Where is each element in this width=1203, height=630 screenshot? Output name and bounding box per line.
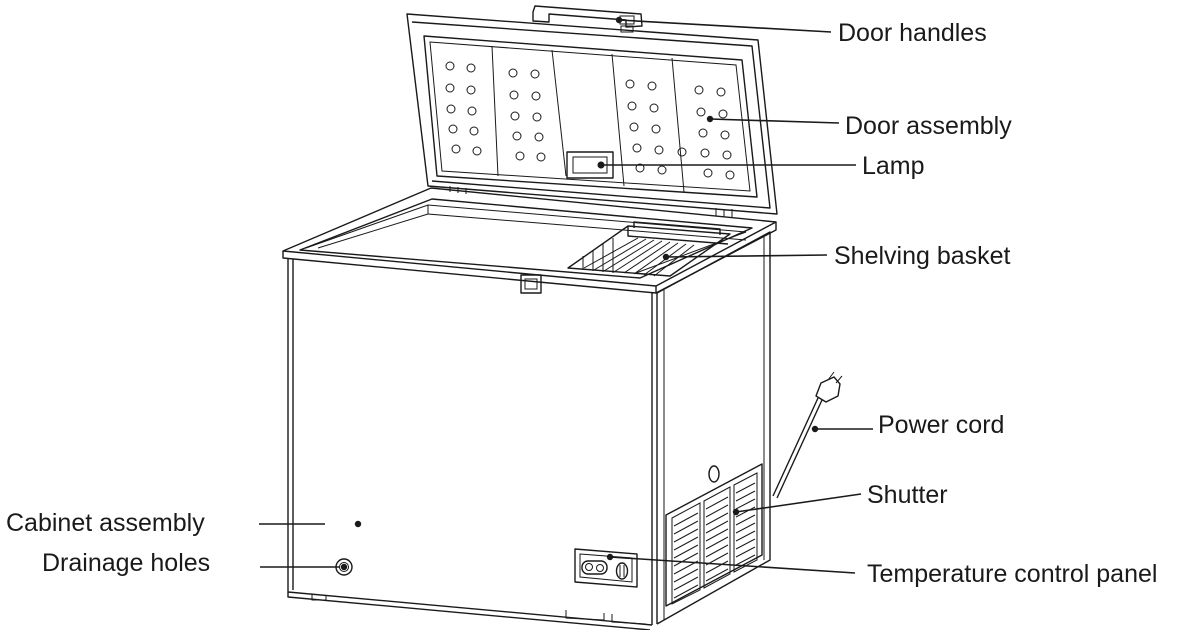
label-drainage-holes: Drainage holes [42, 549, 210, 577]
leader-lines [259, 16, 873, 574]
door-handle-drawing [532, 5, 643, 33]
label-door-assembly: Door assembly [845, 112, 1012, 140]
door-assembly-drawing [406, 13, 778, 217]
temperature-control-panel-drawing [574, 548, 638, 588]
label-lamp: Lamp [862, 152, 925, 180]
shutter-drawing [665, 463, 763, 607]
label-power-cord: Power cord [878, 411, 1004, 439]
label-shelving-basket: Shelving basket [834, 242, 1011, 270]
label-door-handles: Door handles [838, 19, 987, 47]
label-cabinet-assembly: Cabinet assembly [6, 509, 205, 537]
shelving-basket-drawing [567, 221, 731, 277]
cabinet-assembly-drawing [282, 187, 777, 630]
label-temperature-control-panel: Temperature control panel [867, 560, 1157, 588]
power-cord-drawing [772, 371, 843, 499]
label-shutter: Shutter [867, 481, 948, 509]
